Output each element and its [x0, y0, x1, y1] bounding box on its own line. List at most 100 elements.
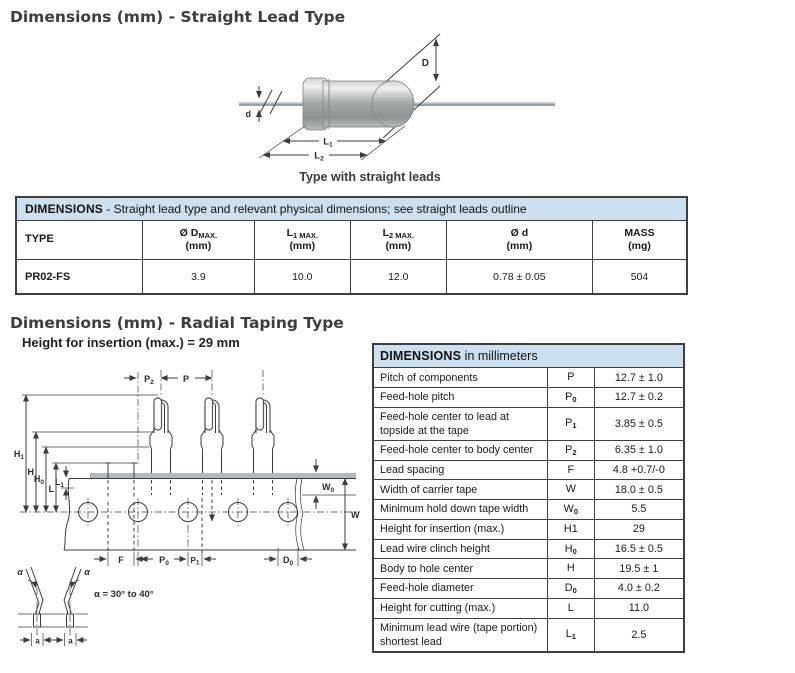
dim-H0-label: H0 [34, 474, 45, 486]
table1-header-rest: - Straight lead type and relevant physic… [103, 202, 527, 216]
dim-D-label: D [422, 58, 429, 69]
row-label: Minimum lead wire (tape portion) shortes… [372, 617, 548, 653]
row-symbol: W [546, 479, 595, 501]
ext-line-right [360, 125, 406, 161]
row-value: 12.7 ± 0.2 [593, 387, 685, 408]
section2-subtitle: Height for insertion (max.) = 29 mm [22, 335, 240, 350]
section2-title: Dimensions (mm) - Radial Taping Type [10, 314, 344, 332]
alpha-label-left: α [17, 567, 23, 577]
d-hatch-1 [259, 89, 273, 114]
table1-header: DIMENSIONS - Straight lead type and rele… [15, 196, 688, 221]
dim-tape-width: W0 W [313, 459, 360, 551]
straight-lead-figure: D d L1 L2 Type with straight leads [239, 33, 555, 184]
straight-lead-table: DIMENSIONS - Straight lead type and rele… [15, 196, 688, 295]
row-symbol: W0 [546, 499, 595, 520]
col-dmax: Ø DMAX.(mm) [142, 220, 255, 260]
row-value: 18.0 ± 0.5 [593, 479, 685, 501]
row-label: Lead spacing [372, 459, 548, 481]
cell-d: 0.78 ± 0.05 [445, 259, 593, 295]
d-hatch-2 [269, 90, 283, 115]
row-symbol: P2 [546, 439, 595, 461]
dim-W0-label: W0 [322, 482, 335, 494]
col-l2max: L2 MAX.(mm) [349, 220, 447, 260]
table2-header-bold: DIMENSIONS [380, 349, 462, 363]
table-row: Width of carrier tape W 18.0 ± 0.5 [372, 479, 685, 501]
dim-W-label: W [351, 510, 360, 520]
radial-taping-table: DIMENSIONS in millimeters Pitch of compo… [372, 343, 685, 653]
row-value: 4.8 +0.7/-0 [593, 459, 685, 481]
row-value: 2.5 [593, 617, 685, 653]
figure-caption: Type with straight leads [299, 170, 441, 184]
row-symbol: L1 [546, 617, 595, 653]
dim-P1-label: P1 [191, 556, 200, 567]
cell-type: PR02-FS [15, 259, 143, 295]
dim-a-label-left: a [35, 637, 40, 646]
row-symbol: L [546, 597, 595, 619]
dim-L1-tape-label: L1 [55, 477, 65, 489]
clinch-detail: α α α = 30° to 40° a a [17, 566, 154, 646]
dim-d-label: d [246, 109, 252, 119]
cut-lead-stubs [105, 462, 137, 498]
cell-dmax: 3.9 [142, 259, 255, 295]
table-row: Feed-hole center to lead at topside at t… [372, 406, 685, 441]
table-row: Feed-hole center to body center P2 6.35 … [372, 439, 685, 461]
table1-data-row: PR02-FS 3.9 10.0 12.0 0.78 ± 0.05 504 [15, 259, 688, 295]
dim-P0-label: P0 [159, 555, 169, 567]
table-row: Height for cutting (max.) L 11.0 [372, 597, 685, 619]
row-label: Body to hole center [372, 558, 548, 580]
cell-mass: 504 [591, 259, 688, 295]
dim-a-label-right: a [68, 637, 73, 646]
row-value: 16.5 ± 0.5 [593, 538, 685, 560]
table-row: Body to hole center H 19.5 ± 1 [372, 558, 685, 580]
row-label: Feed-hole diameter [372, 578, 548, 599]
table-row: Minimum hold down tape width W0 5.5 [372, 499, 685, 520]
col-l1max: L1 MAX.(mm) [253, 220, 351, 260]
section1-title: Dimensions (mm) - Straight Lead Type [10, 8, 346, 26]
row-value: 12.7 ± 1.0 [593, 367, 685, 388]
row-value: 4.0 ± 0.2 [593, 578, 685, 599]
d-plane-line-top [380, 33, 441, 87]
row-label: Width of carrier tape [372, 479, 548, 501]
dim-bottom: F P0 P1 D0 [94, 498, 312, 567]
table1-header-bold: DIMENSIONS [25, 202, 104, 216]
row-value: 3.85 ± 0.5 [593, 406, 685, 441]
dim-D0-label: D0 [283, 555, 294, 567]
row-symbol: H [546, 558, 595, 580]
row-symbol: P1 [546, 406, 595, 441]
row-value: 6.35 ± 1.0 [593, 439, 685, 461]
cell-l2max: 12.0 [349, 259, 447, 295]
dim-L2-label: L2 [314, 151, 324, 163]
row-label: Height for insertion (max.) [372, 518, 548, 540]
row-symbol: P [546, 367, 595, 388]
row-symbol: H1 [546, 518, 595, 540]
table-row: Lead wire clinch height H0 16.5 ± 0.5 [372, 538, 685, 560]
dim-L-label: L [49, 484, 55, 494]
dim-top: P2 P [124, 372, 213, 464]
row-label: Feed-hole pitch [372, 387, 548, 408]
table-row: Height for insertion (max.) H1 29 [372, 518, 685, 540]
alpha-label-right: α [84, 567, 90, 577]
row-label: Pitch of components [372, 367, 548, 388]
dim-heights: H1 H H0 L L1 [14, 394, 158, 513]
row-symbol: H0 [546, 538, 595, 560]
row-value: 29 [593, 518, 685, 540]
table-row: Lead spacing F 4.8 +0.7/-0 [372, 459, 685, 481]
row-label: Feed-hole center to lead at topside at t… [372, 406, 548, 441]
table1-column-header-row: TYPE Ø DMAX.(mm) L1 MAX.(mm) L2 MAX.(mm)… [15, 220, 688, 260]
taped-components [149, 369, 275, 522]
row-symbol: D0 [546, 578, 595, 599]
table-row: Feed-hole diameter D0 4.0 ± 0.2 [372, 578, 685, 599]
feed-holes [20, 498, 360, 526]
radial-taping-diagram: P2 P H1 H H0 L L1 W0 [14, 369, 360, 646]
row-symbol: P0 [546, 387, 595, 408]
table-row: Feed-hole pitch P0 12.7 ± 0.2 [372, 387, 685, 408]
col-mass: MASS(mg) [591, 220, 688, 260]
row-value: 19.5 ± 1 [593, 558, 685, 580]
dim-P-label: P [183, 374, 189, 384]
alpha-note: α = 30° to 40° [94, 589, 154, 600]
row-value: 5.5 [593, 499, 685, 520]
col-type: TYPE [15, 220, 143, 260]
row-symbol: F [546, 459, 595, 481]
table-row: Pitch of components P 12.7 ± 1.0 [372, 367, 685, 388]
table-row: Minimum lead wire (tape portion) shortes… [372, 617, 685, 653]
